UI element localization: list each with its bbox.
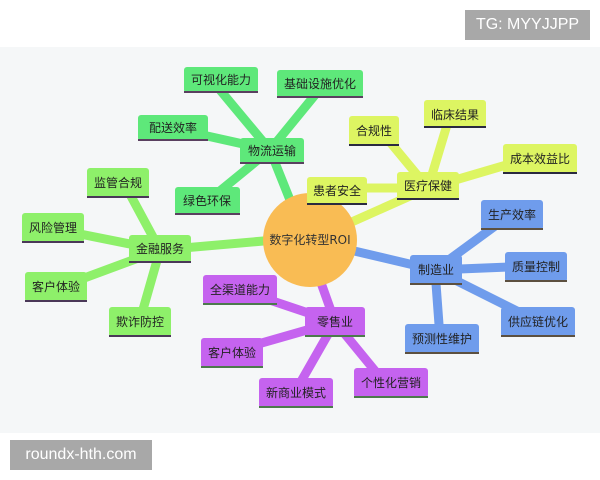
node-fraud-prevention[interactable]: 欺诈防控 — [109, 307, 171, 337]
svg-text:零售业: 零售业 — [317, 314, 353, 329]
svg-text:医疗保健: 医疗保健 — [404, 179, 452, 193]
svg-text:金融服务: 金融服务 — [136, 241, 184, 256]
svg-text:合规性: 合规性 — [356, 123, 392, 138]
node-logistics[interactable]: 物流运输 — [240, 138, 304, 164]
node-manufacturing[interactable]: 制造业 — [410, 255, 462, 285]
svg-text:供应链优化: 供应链优化 — [508, 314, 568, 329]
svg-text:生产效率: 生产效率 — [488, 207, 536, 222]
center-node[interactable]: 数字化转型ROI — [263, 193, 357, 287]
svg-text:配送效率: 配送效率 — [149, 120, 197, 135]
node-compliance[interactable]: 合规性 — [349, 116, 399, 146]
svg-text:质量控制: 质量控制 — [512, 260, 560, 274]
node-infrastructure[interactable]: 基础设施优化 — [277, 70, 363, 98]
node-risk-management[interactable]: 风险管理 — [22, 213, 84, 243]
node-visualization[interactable]: 可视化能力 — [184, 67, 258, 93]
node-predictive-maintenance[interactable]: 预测性维护 — [405, 324, 479, 354]
node-new-business-model[interactable]: 新商业模式 — [259, 378, 333, 408]
node-delivery-efficiency[interactable]: 配送效率 — [138, 115, 208, 141]
svg-text:客户体验: 客户体验 — [208, 345, 256, 360]
branch-healthcare: 医疗保健 合规性 临床结果 成本效益比 患者安全 — [307, 100, 577, 205]
node-quality-control[interactable]: 质量控制 — [505, 252, 567, 282]
svg-text:个性化营销: 个性化营销 — [361, 376, 421, 390]
svg-text:预测性维护: 预测性维护 — [412, 332, 472, 346]
svg-text:欺诈防控: 欺诈防控 — [116, 314, 164, 329]
branch-retail: 零售业 全渠道能力 客户体验 新商业模式 个性化营销 — [201, 275, 428, 408]
watermark-top-right: TG: MYYJJPP — [465, 10, 590, 40]
node-retail-customer-experience[interactable]: 客户体验 — [201, 338, 263, 368]
svg-text:成本效益比: 成本效益比 — [510, 151, 570, 166]
svg-text:新商业模式: 新商业模式 — [266, 385, 326, 400]
node-clinical-outcomes[interactable]: 临床结果 — [424, 100, 486, 128]
node-patient-safety[interactable]: 患者安全 — [307, 177, 367, 205]
svg-text:可视化能力: 可视化能力 — [191, 72, 251, 87]
svg-text:患者安全: 患者安全 — [313, 183, 361, 198]
svg-text:客户体验: 客户体验 — [32, 279, 80, 294]
node-healthcare[interactable]: 医疗保健 — [397, 172, 459, 200]
svg-text:全渠道能力: 全渠道能力 — [210, 282, 270, 297]
node-personalized-marketing[interactable]: 个性化营销 — [354, 368, 428, 398]
center-node-label: 数字化转型ROI — [269, 232, 350, 247]
branch-logistics: 物流运输 可视化能力 基础设施优化 配送效率 绿色环保 — [138, 67, 363, 215]
node-omnichannel[interactable]: 全渠道能力 — [203, 275, 277, 305]
branch-finance: 金融服务 监管合规 风险管理 客户体验 欺诈防控 — [22, 168, 191, 337]
svg-text:基础设施优化: 基础设施优化 — [284, 77, 356, 91]
node-cost-benefit[interactable]: 成本效益比 — [503, 144, 577, 174]
node-finance[interactable]: 金融服务 — [129, 235, 191, 263]
node-green-env[interactable]: 绿色环保 — [175, 187, 240, 215]
branch-manufacturing: 制造业 生产效率 质量控制 供应链优化 预测性维护 — [405, 200, 575, 354]
svg-text:临床结果: 临床结果 — [431, 108, 479, 122]
node-regulatory[interactable]: 监管合规 — [87, 168, 149, 198]
node-supply-chain[interactable]: 供应链优化 — [501, 307, 575, 337]
node-retail[interactable]: 零售业 — [305, 307, 365, 337]
svg-text:制造业: 制造业 — [418, 263, 454, 277]
node-production-efficiency[interactable]: 生产效率 — [481, 200, 543, 230]
svg-text:物流运输: 物流运输 — [248, 143, 296, 158]
watermark-bottom-left: roundx-hth.com — [10, 440, 152, 470]
svg-text:风险管理: 风险管理 — [29, 220, 77, 235]
svg-text:监管合规: 监管合规 — [94, 175, 142, 190]
svg-text:绿色环保: 绿色环保 — [183, 193, 231, 208]
node-finance-customer-experience[interactable]: 客户体验 — [25, 272, 87, 302]
